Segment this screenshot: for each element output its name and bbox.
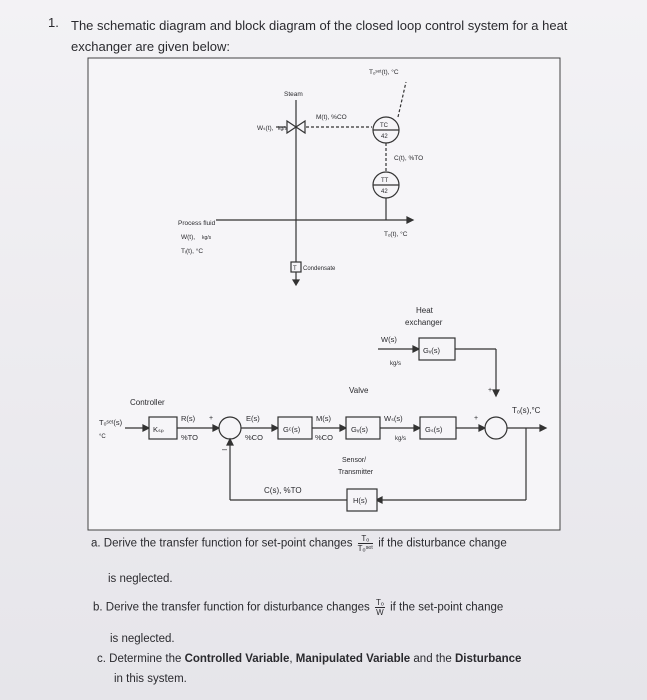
c-label: C(t), %TO: [394, 155, 423, 162]
tt-top: TT: [381, 178, 389, 184]
minus-sign: –: [222, 444, 227, 454]
plus-sign-2: +: [474, 415, 478, 422]
c-block-label: C(s), %TO: [264, 486, 302, 495]
output-label: Tₒ(s),°C: [512, 406, 541, 415]
ws-block-label: Wₛ(s): [384, 414, 403, 423]
summing-junction-2: [484, 416, 508, 440]
part-a-frac-num: Tₒ: [357, 534, 374, 544]
condensate-label: Condensate: [303, 266, 336, 272]
output-arrow: [539, 424, 548, 432]
question-number: 1.: [48, 15, 59, 30]
ksp-label: Kₛₚ: [153, 425, 164, 434]
plus-sign-1: +: [209, 415, 213, 422]
h-label: H(s): [353, 496, 368, 505]
block-diagram: [125, 337, 548, 512]
summing-junction-1: [218, 416, 242, 440]
part-b-frac-den: W: [376, 608, 384, 617]
part-b-text-post: if the set-point change: [390, 601, 504, 614]
part-b-text: b. Derive the transfer function for dist…: [93, 601, 370, 614]
tset-block-label: Tₒˢᵉᵗ(s): [99, 418, 123, 427]
part-c-and: and the: [413, 653, 452, 665]
ws-label: Wₛ(t),: [257, 125, 274, 132]
gc-label: Gᶜ(s): [283, 425, 301, 434]
part-a-cont: is neglected.: [108, 573, 173, 585]
setpoint-signal-line: [397, 81, 407, 118]
tt-bot: 42: [381, 189, 388, 195]
steam-label: Steam: [284, 91, 303, 98]
tc-bot: 42: [381, 134, 388, 140]
condensate-arrow: [291, 279, 301, 287]
process-fluid-label: Process fluid: [178, 220, 216, 227]
part-b-fraction: Tₒ W: [375, 598, 385, 617]
m-block-label: M(s): [316, 414, 331, 423]
w-input-arrow: [412, 345, 421, 353]
block-labels: Heat exchanger W(s) kg/s Gᵥ(s) Valve Con…: [99, 306, 541, 505]
tset-label: Tₒˢᵉᵗ(t), °C: [369, 68, 399, 76]
controller-label: Controller: [130, 398, 165, 407]
part-a-frac-den: Tₒˢᵉᵗ: [357, 544, 374, 553]
figure-frame: [87, 57, 561, 531]
m-unit: %CO: [315, 433, 333, 442]
part-c-sep: ,: [289, 653, 293, 665]
part-b-cont: is neglected.: [110, 633, 175, 645]
plus-sign-3: +: [488, 387, 492, 394]
w-label: W(t),: [181, 234, 195, 241]
valve-label: Valve: [349, 386, 369, 395]
w-unit-label: kg/s: [390, 361, 401, 367]
disturbance-arrow: [492, 389, 500, 398]
tset-arrow: [142, 424, 151, 432]
ti-label: Tᵢ(t), °C: [181, 247, 203, 255]
part-a-fraction: Tₒ Tₒˢᵉᵗ: [357, 534, 374, 553]
part-b: b. Derive the transfer function for dist…: [93, 598, 503, 617]
part-c-cont: in this system.: [114, 673, 187, 685]
tc-top: TC: [380, 123, 389, 129]
control-valve: [286, 119, 306, 135]
part-a-text-post: if the disturbance change: [378, 537, 507, 550]
part-a: a. Derive the transfer function for set-…: [91, 534, 507, 553]
gv-label: Gᵥ(s): [351, 425, 368, 434]
schematic-labels: Steam Wₛ(t), kg/s M(t), %CO TC 42 Tₒˢᵉᵗ(…: [178, 68, 423, 272]
gs-arrow: [478, 424, 487, 432]
m-arrow: [339, 424, 348, 432]
sensor-label-2: Transmitter: [338, 469, 374, 476]
w-unit: kg/s: [202, 235, 212, 241]
tset-unit: °C: [99, 434, 106, 440]
gw-label: Gᵥ(s): [423, 346, 440, 355]
r-unit: %TO: [181, 433, 198, 442]
ws-unit: kg/s: [278, 126, 288, 132]
r-arrow: [212, 424, 221, 432]
r-label: R(s): [181, 414, 196, 423]
part-b-frac-num: Tₒ: [375, 598, 385, 608]
schematic-diagram: [216, 81, 415, 287]
e-label: E(s): [246, 414, 260, 423]
he-label-1: Heat: [416, 306, 434, 315]
c-arrow: [226, 437, 234, 446]
disturbance: Disturbance: [454, 653, 522, 665]
he-label-2: exchanger: [405, 318, 443, 327]
m-label: M(t), %CO: [316, 114, 347, 121]
part-c: c. Determine the Controlled Variable, Ma…: [97, 653, 521, 665]
gs-label: Gₛ(s): [425, 425, 443, 434]
question-text: The schematic diagram and block diagram …: [71, 18, 568, 54]
ws-arrow: [413, 424, 422, 432]
controlled-variable: Controlled Variable: [184, 653, 290, 665]
e-arrow: [271, 424, 280, 432]
to-label: Tₒ(t), °C: [384, 230, 408, 238]
sensor-label-1: Sensor/: [342, 457, 366, 464]
manipulated-variable: Manipulated Variable: [295, 653, 411, 665]
w-in-label: W(s): [381, 335, 397, 344]
trap-label: T: [293, 266, 297, 272]
ws-unit: kg/s: [395, 436, 406, 442]
part-a-text: a. Derive the transfer function for set-…: [91, 537, 353, 550]
process-outlet-arrow: [406, 216, 415, 224]
e-unit: %CO: [245, 433, 263, 442]
feedback-arrow-h: [374, 496, 383, 504]
part-c-text: c. Determine the: [97, 653, 182, 665]
